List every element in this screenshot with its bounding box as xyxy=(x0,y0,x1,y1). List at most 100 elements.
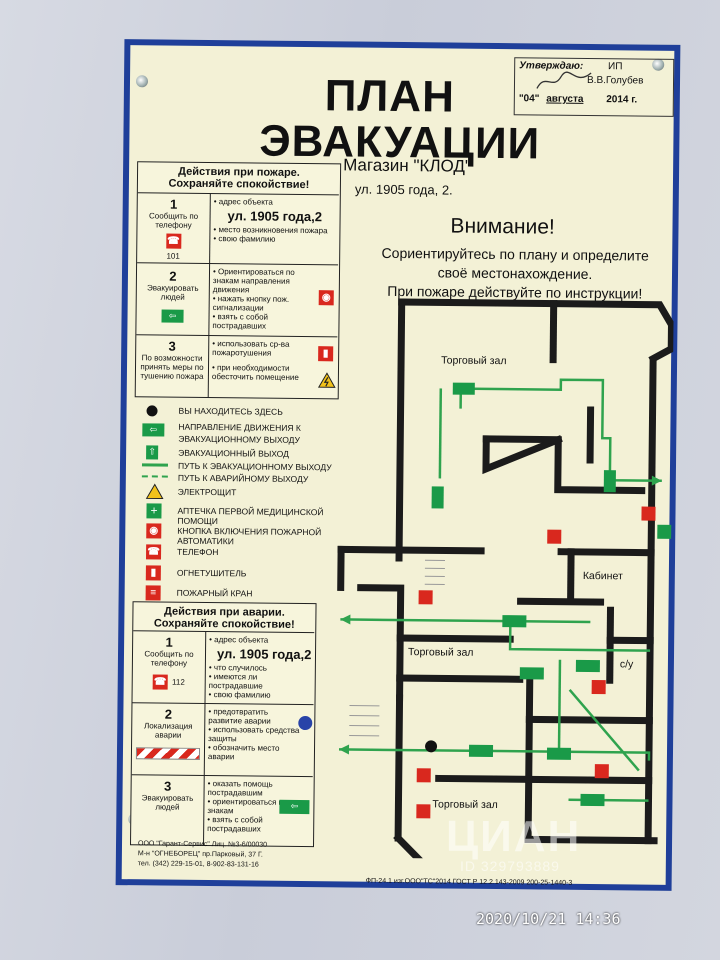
bullet: • имеются ли пострадавшие xyxy=(208,672,263,691)
first-aid-icon: + xyxy=(146,503,162,519)
plan-wall xyxy=(393,833,423,861)
attention-line: Сориентируйтесь по плану и определите xyxy=(381,244,649,264)
evac-route xyxy=(459,378,662,483)
evac-route xyxy=(557,659,562,752)
attention-title: Внимание! xyxy=(450,214,555,239)
evac-route xyxy=(568,688,640,772)
bullet: • предотвратить развитие аварии xyxy=(208,707,271,726)
emergency-path-icon xyxy=(141,475,168,478)
electric-panel-icon xyxy=(317,372,336,388)
fire-phone-number: 101 xyxy=(166,251,180,261)
bullet: • нажать кнопку пож. сигнализации xyxy=(212,294,290,313)
bullet: • адрес объекта xyxy=(213,197,273,207)
shop-name: Магазин "КЛОД" xyxy=(343,155,472,176)
plan-wall xyxy=(357,584,405,702)
plan-wall xyxy=(524,835,658,845)
approve-day: "04" xyxy=(518,93,540,105)
room-label: Торговый зал xyxy=(441,354,507,368)
fire-actions-box: Действия при пожаре. Сохраняйте спокойст… xyxy=(134,161,342,400)
legend-label: ПОЖАРНЫЙ КРАН xyxy=(176,587,253,599)
manufacturer-info: ООО "Гарант-Сервис" Лиц. №3-6/00030 М-н … xyxy=(138,839,267,870)
fire-hydrant-icon: ≡ xyxy=(145,585,161,601)
plan-wall xyxy=(395,298,406,562)
footer-line: тел. (342) 229-15-01, 8-902-83-131-16 xyxy=(137,860,259,869)
bullet: • взять с собой пострадавших xyxy=(207,815,263,834)
step-number: 3 xyxy=(163,778,172,794)
evac-route xyxy=(438,388,443,479)
evac-route xyxy=(588,750,651,761)
you-are-here-marker xyxy=(425,740,438,753)
bullet: • Ориентироваться по знакам направления … xyxy=(212,267,295,295)
hazard-tape-icon xyxy=(135,747,201,760)
legend-label: ЭВАКУАЦИОННЫЙ ВЫХОД xyxy=(178,447,289,459)
room-label: с/у xyxy=(619,658,634,671)
legend-label: ПУТЬ К ЭВАКУАЦИОННОМУ ВЫХОДУ xyxy=(177,460,332,473)
title-line-1: ПЛАН xyxy=(324,71,456,122)
watermark-id: ID 329793889 xyxy=(460,858,560,874)
legend-label: АПТЕЧКА ПЕРВОЙ МЕДИЦИНСКОЙ ПОМОЩИ xyxy=(177,505,324,527)
plan-wall xyxy=(394,694,404,842)
legend-label: ЭЛЕКТРОЩИТ xyxy=(177,486,237,498)
approve-month: августа xyxy=(546,93,584,105)
legend-label: ОГНЕТУШИТЕЛЬ xyxy=(176,567,247,579)
step-text: Локализация аварии xyxy=(143,721,193,740)
bullet: • оказать помощь пострадавшим xyxy=(207,779,273,798)
fire-box-subheading: Сохраняйте спокойствие! xyxy=(168,177,310,192)
step-number: 2 xyxy=(164,706,173,722)
step-text: Сообщить по телефону xyxy=(148,211,199,230)
legend-label: ПУТЬ К АВАРИЙНОМУ ВЫХОДУ xyxy=(177,472,309,485)
plan-wall xyxy=(644,357,657,845)
floor-plan xyxy=(337,298,674,861)
bullet: • свою фамилию xyxy=(208,690,271,700)
evac-route xyxy=(508,621,651,652)
photo-timestamp: 2020/10/21 14:36 xyxy=(476,910,621,928)
plan-wall xyxy=(586,406,595,464)
plan-wall xyxy=(396,674,524,683)
you-are-here-icon xyxy=(146,405,158,417)
plan-wall xyxy=(556,300,674,364)
accident-actions-box: Действия при аварии. Сохраняйте спокойст… xyxy=(130,601,317,848)
direction-arrow-icon: ⇦ xyxy=(142,423,165,437)
legend-label: КНОПКА ВКЛЮЧЕНИЯ ПОЖАРНОЙ АВТОМАТИКИ xyxy=(177,525,322,547)
plan-wall xyxy=(398,298,558,308)
shop-address: ул. 1905 года, 2. xyxy=(354,181,453,198)
electric-panel-icon xyxy=(145,483,164,500)
step-number: 3 xyxy=(168,338,176,354)
bullet: • использовать средства защиты xyxy=(208,725,300,744)
standard-code: ФП-24.1 изг.ООО"ТС"2014 ГОСТ Р 12.2.143-… xyxy=(365,877,573,887)
plan-wall xyxy=(567,548,575,604)
page-title: ПЛАН ЭВАКУАЦИИ xyxy=(259,71,540,168)
route-arrow xyxy=(339,744,350,755)
approval-block: Утверждаю: ИП В.В.Голубев "04" августа 2… xyxy=(513,57,675,117)
approve-year: 2014 г. xyxy=(606,94,638,106)
screw-icon xyxy=(135,75,149,88)
evacuation-plan-sign: ПЛАН ЭВАКУАЦИИ Утверждаю: ИП В.В.Голубев… xyxy=(115,39,681,891)
phone-icon: ☎ xyxy=(152,674,168,690)
bullet: • при необходимости обесточить помещение xyxy=(211,363,299,382)
bullet: • свою фамилию xyxy=(213,234,276,244)
exit-sign-icon: ⇦ xyxy=(161,309,184,323)
plan-wall xyxy=(525,775,653,785)
step-text: Сообщить по телефону xyxy=(144,649,194,668)
object-address: ул. 1905 года,2 xyxy=(216,646,312,663)
step-text: По возможности принять меры по тушению п… xyxy=(140,353,204,381)
room-label: Кабинет xyxy=(582,569,623,583)
phone-icon: ☎ xyxy=(165,233,181,249)
route-arrow xyxy=(340,614,351,625)
room-label: Торговый зал xyxy=(432,798,498,812)
step-number: 1 xyxy=(165,634,173,650)
watermark-logo: ЦИАН xyxy=(446,812,582,861)
signature-mark xyxy=(536,71,592,89)
plan-wall xyxy=(557,548,655,557)
step-number: 1 xyxy=(170,196,178,212)
approve-role: ИП xyxy=(607,61,623,73)
legend-label: ВЫ НАХОДИТЕСЬ ЗДЕСЬ xyxy=(178,405,283,417)
plan-wall xyxy=(549,300,558,364)
exit-icon: ⇧ xyxy=(146,445,159,460)
alarm-button-icon: ◉ xyxy=(146,523,162,539)
plan-wall xyxy=(396,634,514,643)
extinguisher-icon: ▮ xyxy=(145,565,161,581)
exit-sign-icon: ⇦ xyxy=(279,799,310,815)
gas-mask-icon xyxy=(298,715,313,731)
plan-wall xyxy=(482,435,646,495)
